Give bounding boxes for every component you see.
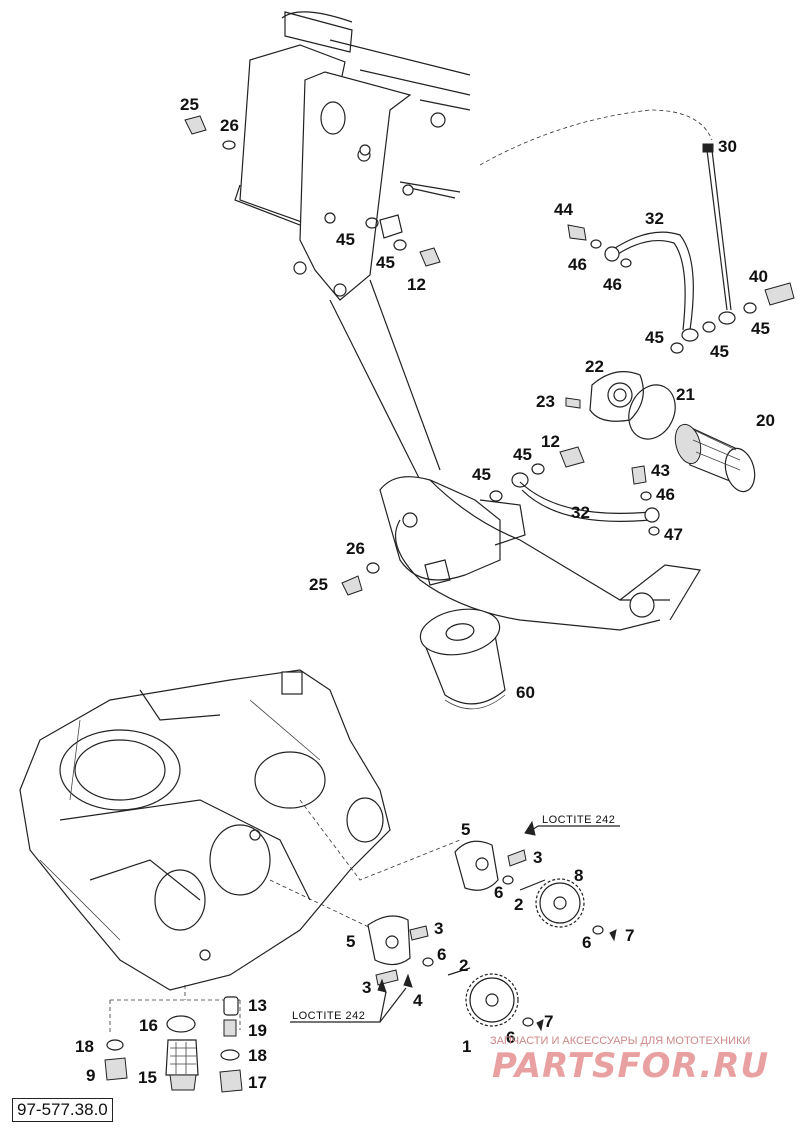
part-label-6c: 6 — [437, 945, 446, 964]
part-label-13: 13 — [248, 996, 267, 1015]
loctite-note-upper: LOCTITE 242 — [542, 814, 615, 826]
part-label-19: 19 — [248, 1021, 267, 1040]
part-label-6b: 6 — [582, 933, 591, 952]
part-label-45b: 45 — [376, 253, 395, 272]
part-label-9: 9 — [86, 1066, 95, 1085]
part-label-25b: 25 — [309, 575, 328, 594]
spin-on-oil-filter-60 — [419, 608, 506, 710]
part-label-26b: 26 — [346, 539, 365, 558]
part-label-45d: 45 — [710, 342, 729, 361]
part-label-45c: 45 — [645, 328, 664, 347]
part-label-5b: 5 — [346, 932, 355, 951]
part-label-46c: 46 — [656, 485, 675, 504]
part-label-25a: 25 — [180, 95, 199, 114]
crankcase-drawing — [19, 669, 391, 991]
pump-leader-line-upper — [299, 799, 461, 881]
part-label-47: 47 — [664, 525, 683, 544]
part-label-32a: 32 — [645, 209, 664, 228]
part-label-21: 21 — [676, 385, 695, 404]
part-label-45g: 45 — [472, 465, 491, 484]
part-label-46b: 46 — [603, 275, 622, 294]
part-label-15: 15 — [138, 1068, 157, 1087]
oil-filter-cartridge-20 — [674, 423, 756, 493]
part-label-26a: 26 — [220, 116, 239, 135]
part-label-7a: 7 — [625, 926, 634, 945]
part-label-20: 20 — [756, 411, 775, 430]
parts-upper — [184, 115, 795, 596]
part-label-18b: 18 — [248, 1046, 267, 1065]
part-label-3a: 3 — [533, 848, 542, 867]
part-label-8: 8 — [574, 866, 583, 885]
oil-pump-parts — [367, 820, 617, 1032]
part-label-12b: 12 — [541, 432, 560, 451]
part-label-44: 44 — [554, 200, 573, 219]
part-label-60: 60 — [516, 683, 535, 702]
part-label-30: 30 — [718, 137, 737, 156]
loctite-pointer-lower — [290, 987, 407, 1023]
part-label-43: 43 — [651, 461, 670, 480]
part-label-1: 1 — [462, 1037, 471, 1056]
loctite-note-lower: LOCTITE 242 — [292, 1010, 365, 1022]
frame-drawing — [234, 11, 701, 631]
part-label-45e: 45 — [751, 319, 770, 338]
part-label-2a: 2 — [514, 895, 523, 914]
part-label-32b: 32 — [571, 503, 590, 522]
part-label-16: 16 — [139, 1016, 158, 1035]
strainer-leader-line — [109, 985, 241, 1035]
strainer-parts — [104, 996, 243, 1093]
part-label-45a: 45 — [336, 230, 355, 249]
watermark-logo: PARTSFOR.RU — [492, 1046, 770, 1086]
watermark-tagline: ЗАПЧАСТИ И АКСЕССУАРЫ ДЛЯ МОТОТЕХНИКИ — [490, 1035, 751, 1047]
part-label-2b: 2 — [459, 956, 468, 975]
part-label-3b: 3 — [434, 919, 443, 938]
part-label-3c: 3 — [362, 978, 371, 997]
pump-leader-line-lower — [269, 879, 376, 931]
part-label-6a: 6 — [494, 883, 503, 902]
part-label-45f: 45 — [513, 445, 532, 464]
part-label-17: 17 — [248, 1073, 267, 1092]
loctite-pointer-upper — [531, 825, 620, 831]
part-label-23: 23 — [536, 392, 555, 411]
hose-routing-line — [479, 109, 713, 166]
document-code: 97-577.38.0 — [12, 1098, 113, 1122]
part-label-12a: 12 — [407, 275, 426, 294]
part-label-46a: 46 — [568, 255, 587, 274]
part-label-18a: 18 — [75, 1037, 94, 1056]
part-label-22: 22 — [585, 357, 604, 376]
part-labels: 25 26 45 45 12 30 44 32 46 46 40 45 45 4… — [75, 95, 775, 1092]
part-label-6d: 6 — [506, 1028, 515, 1047]
part-label-7b: 7 — [544, 1012, 553, 1031]
part-label-4: 4 — [413, 991, 423, 1010]
part-label-5a: 5 — [461, 820, 470, 839]
part-label-40: 40 — [749, 267, 768, 286]
